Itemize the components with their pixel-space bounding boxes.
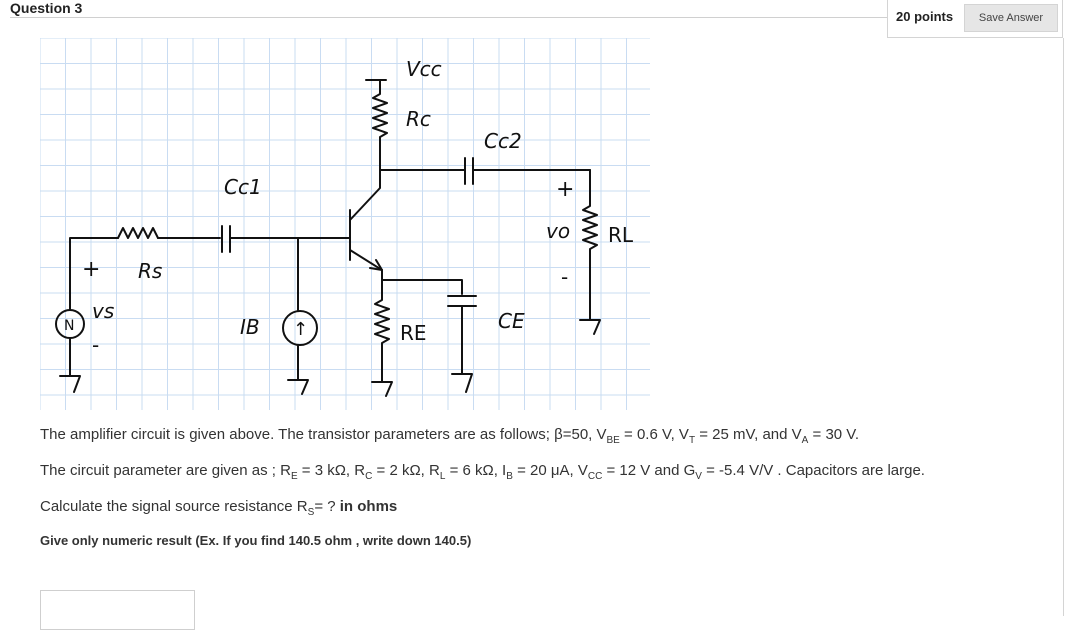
ce-label: CE: [498, 309, 525, 333]
cc1-label: Cc1: [224, 175, 262, 199]
points-label: 20 points: [896, 9, 954, 24]
ce-capacitor: [447, 295, 477, 375]
emitter-wire: [381, 269, 463, 295]
vs-label: vs: [92, 299, 114, 323]
vcc-label: Vcc: [406, 57, 442, 81]
current-source-circle: [282, 310, 318, 346]
points-panel: 20 points Save Answer: [887, 0, 1063, 38]
re-label: RE: [400, 321, 427, 345]
plus-input-label: +: [82, 257, 100, 282]
rs-resistor: [117, 227, 159, 239]
answer-instruction-text: Give only numeric result (Ex. If you fin…: [40, 533, 472, 548]
minus-output-label: -: [561, 265, 568, 289]
rl-label: RL: [608, 223, 634, 247]
circuit-diagram: Vcc Rc Cc2 Cc1 + vo RL - + Rs N vs - IB …: [40, 38, 650, 410]
rl-resistor: [582, 169, 598, 321]
circuit-parameters-text: The circuit parameter are given as ; RE …: [40, 462, 925, 482]
ib-label: IB: [240, 315, 260, 339]
rc-label: Rc: [406, 107, 431, 131]
current-arrow-icon: ↑: [293, 319, 308, 340]
voltage-source-circle: [55, 309, 85, 339]
source-symbol: N: [64, 318, 74, 334]
vo-label: vo: [546, 219, 570, 243]
answer-input[interactable]: [40, 590, 195, 630]
grid-paper: [40, 38, 650, 410]
transistor-parameters-text: The amplifier circuit is given above. Th…: [40, 426, 860, 446]
rc-resistor: [372, 79, 388, 171]
rl-ground: [579, 319, 601, 335]
ce-ground: [451, 373, 473, 393]
transistor-collector: [349, 169, 381, 221]
plus-output-label: +: [556, 177, 574, 202]
source-ground: [59, 337, 81, 393]
save-answer-button[interactable]: Save Answer: [964, 4, 1058, 32]
re-resistor: [374, 279, 390, 383]
ib-ground: [287, 345, 309, 395]
cc2-capacitor: [464, 157, 474, 185]
cc1-capacitor: [221, 225, 231, 253]
re-ground: [371, 381, 393, 397]
question-prompt-text: Calculate the signal source resistance R…: [40, 498, 398, 518]
header-divider: [10, 17, 888, 18]
rs-label: Rs: [138, 259, 162, 283]
question-title: Question 3: [10, 0, 83, 16]
source-wire: [69, 237, 119, 311]
cc2-label: Cc2: [484, 129, 522, 153]
transistor-emitter: [349, 249, 383, 271]
content-border: [1063, 38, 1064, 616]
minus-input-label: -: [92, 333, 99, 357]
